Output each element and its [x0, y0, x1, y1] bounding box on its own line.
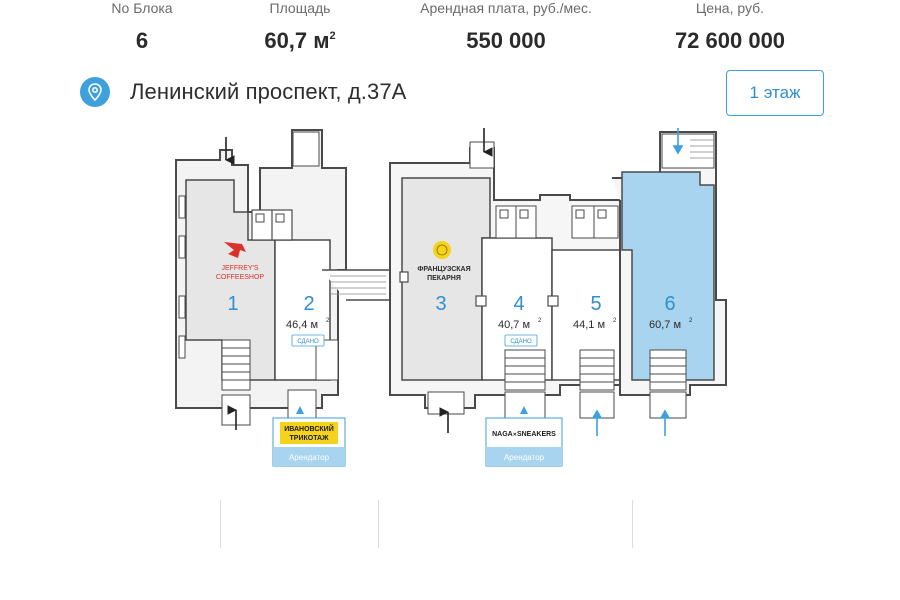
unit-3-number[interactable]: 3 [435, 293, 446, 315]
entrance-arrows [225, 128, 493, 433]
unit-4-area-label: 40,7 м [498, 319, 530, 331]
svg-text:ПЕКАРНЯ: ПЕКАРНЯ [427, 275, 461, 282]
divider [378, 500, 379, 548]
jeffreys-logo: JEFFREY'S COFFEESHOP [216, 242, 265, 281]
price-value: 72 600 000 [674, 28, 786, 53]
area-stat: Площадь 60,7 м2 [245, 0, 355, 54]
svg-text:ТРИКОТАЖ: ТРИКОТАЖ [290, 435, 330, 442]
unit-6-area-label: 60,7 м [649, 319, 681, 331]
price-label: Цена, руб. [695, 0, 765, 16]
divider [220, 500, 221, 548]
svg-text:2: 2 [326, 318, 330, 324]
price-stat: Цена, руб. 72 600 000 [650, 0, 810, 54]
svg-text:Арендатор: Арендатор [289, 453, 330, 462]
svg-text:2: 2 [538, 318, 542, 324]
svg-text:NAGA✕SNEAKERS: NAGA✕SNEAKERS [492, 431, 556, 438]
block-number-value: 6 [135, 28, 149, 53]
address-header: Ленинский проспект, д.37А [80, 72, 406, 112]
tenant-card-naga-sneakers[interactable]: NAGA✕SNEAKERS Арендатор [485, 417, 563, 467]
area-value: 60,7 м2 [264, 28, 336, 53]
svg-text:COFFEESHOP: COFFEESHOP [216, 274, 265, 281]
bakery-logo: ФРАНЦУЗСКАЯ ПЕКАРНЯ [417, 241, 471, 282]
svg-text:СДАНО: СДАНО [297, 339, 319, 345]
svg-text:2: 2 [689, 318, 693, 324]
svg-text:ФРАНЦУЗСКАЯ: ФРАНЦУЗСКАЯ [417, 266, 470, 273]
unit-2-area-label: 46,4 м [286, 319, 318, 331]
rented-badge-unit-2: СДАНО [291, 334, 325, 347]
unit-2-number[interactable]: 2 [303, 293, 314, 315]
unit-1-number[interactable]: 1 [227, 293, 238, 315]
address-title: Ленинский проспект, д.37А [130, 79, 407, 104]
area-label: Площадь [269, 0, 331, 16]
svg-text:СДАНО: СДАНО [510, 339, 532, 345]
unit-6-area[interactable] [621, 171, 715, 381]
location-pin-icon [80, 77, 110, 107]
rent-stat: Арендная плата, руб./мес. 550 000 [400, 0, 612, 54]
unit-5-area-label: 44,1 м [573, 319, 605, 331]
divider [632, 500, 633, 548]
available-entrance-arrows [296, 128, 684, 436]
svg-text:ИВАНОВСКИЙ: ИВАНОВСКИЙ [284, 424, 333, 433]
unit-4-number[interactable]: 4 [513, 293, 524, 315]
unit-5-number[interactable]: 5 [590, 293, 601, 315]
svg-text:Арендатор: Арендатор [504, 453, 545, 462]
svg-text:2: 2 [613, 318, 617, 324]
svg-text:JEFFREY'S: JEFFREY'S [221, 265, 258, 272]
tenant-card-ivanovo[interactable]: ИВАНОВСКИЙ ТРИКОТАЖ Арендатор [272, 417, 346, 467]
block-number-label: No Блока [111, 0, 173, 16]
rent-value: 550 000 [466, 28, 546, 53]
block-number-stat: No Блока 6 [100, 0, 184, 54]
floor-plan: JEFFREY'S COFFEESHOP ФРАНЦУЗСКАЯ ПЕКАРНЯ… [175, 128, 727, 467]
unit-6-number[interactable]: 6 [664, 293, 675, 315]
rent-label: Арендная плата, руб./мес. [420, 0, 592, 16]
floor-select-button[interactable]: 1 этаж [726, 70, 824, 116]
rented-badge-unit-4: СДАНО [504, 334, 538, 347]
